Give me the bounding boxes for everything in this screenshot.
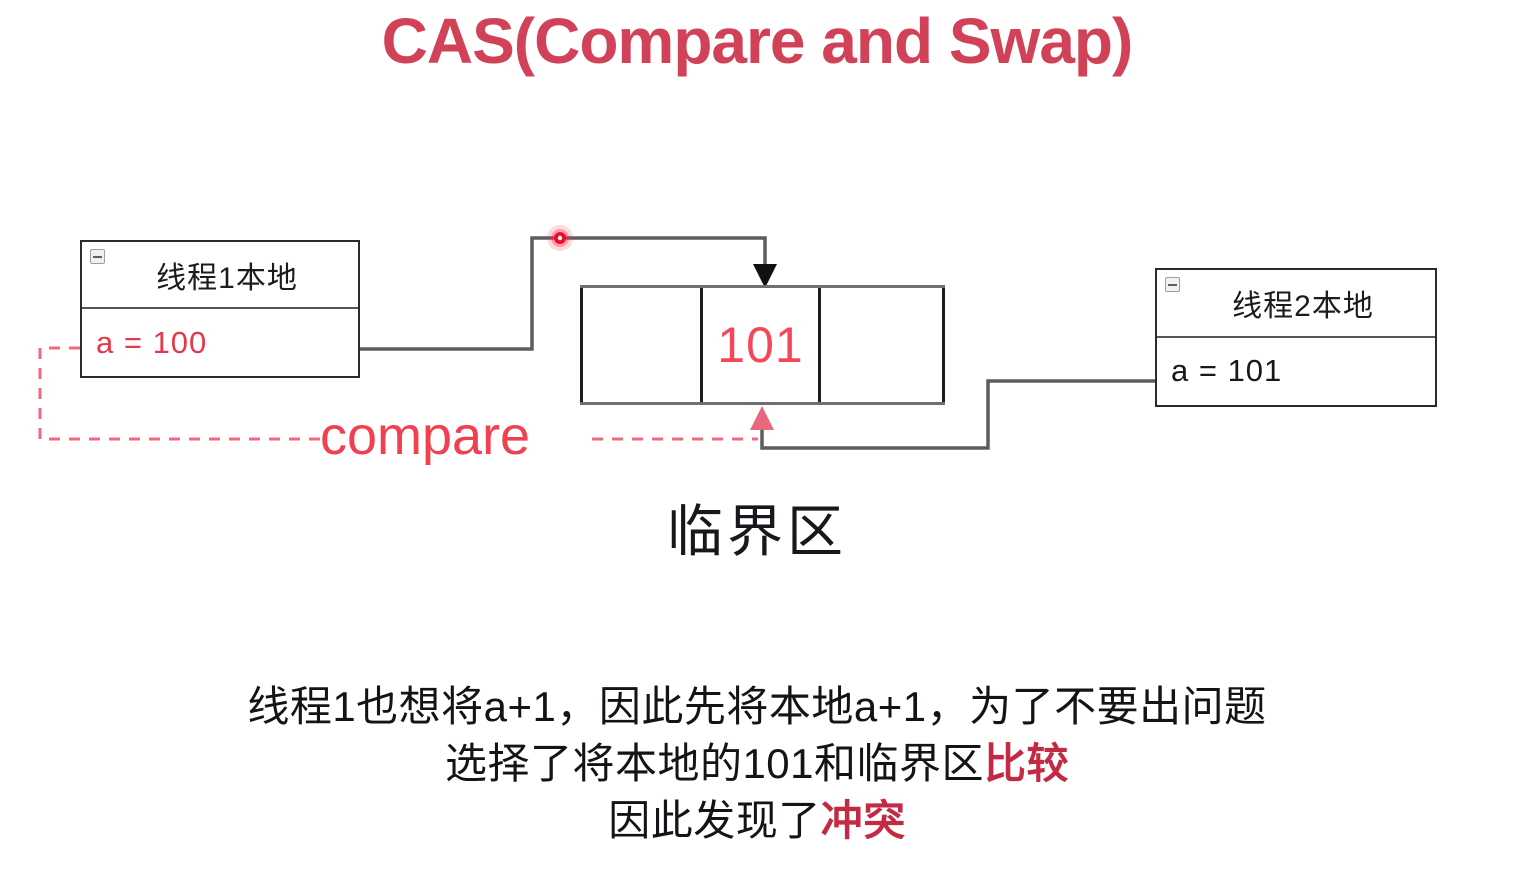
- thread1-local-box[interactable]: 线程1本地 a = 100: [80, 240, 360, 378]
- cas-diagram: 线程1本地 a = 100 线程2本地 a = 101 101 compare …: [38, 225, 1437, 563]
- explanation-line-1-text: 线程1也想将a+1，因此先将本地a+1，为了不要出问题: [247, 683, 1267, 730]
- collapse-minus-icon[interactable]: [1165, 277, 1180, 292]
- thread1-box-header: 线程1本地: [82, 242, 358, 309]
- thread2-box-title: 线程2本地: [1232, 289, 1374, 323]
- thread2-local-box[interactable]: 线程2本地 a = 101: [1155, 268, 1437, 407]
- thread2-box-body: a = 101: [1157, 338, 1435, 406]
- thread2-box-header: 线程2本地: [1157, 270, 1435, 338]
- explanation-text: 线程1也想将a+1，因此先将本地a+1，为了不要出问题 选择了将本地的101和临…: [0, 678, 1514, 849]
- red-dot-marker: [547, 225, 573, 251]
- critical-section-caption: 临界区: [667, 500, 847, 563]
- explanation-line-3-highlight: 冲突: [820, 797, 906, 844]
- collapse-minus-icon[interactable]: [90, 249, 105, 264]
- explanation-line-3-plain: 因此发现了: [608, 797, 821, 844]
- compare-label: compare: [320, 406, 531, 466]
- critical-section-table: 101: [580, 285, 945, 405]
- explanation-line-2-highlight: 比较: [984, 740, 1070, 787]
- critical-cell-left: [580, 288, 700, 402]
- explanation-line-1: 线程1也想将a+1，因此先将本地a+1，为了不要出问题: [0, 678, 1514, 735]
- thread2-attribute: a = 101: [1171, 353, 1283, 389]
- thread1-attribute: a = 100: [96, 324, 208, 360]
- explanation-line-2: 选择了将本地的101和临界区比较: [0, 735, 1514, 792]
- critical-cell-center-value: 101: [717, 317, 804, 373]
- explanation-line-2-plain: 选择了将本地的101和临界区: [444, 740, 985, 787]
- page-title: CAS(Compare and Swap): [381, 5, 1134, 77]
- critical-cell-center: 101: [700, 288, 818, 402]
- critical-cell-right: [818, 288, 945, 402]
- explanation-line-3: 因此发现了冲突: [0, 792, 1514, 849]
- thread1-box-title: 线程1本地: [156, 261, 298, 295]
- thread1-box-body: a = 100: [82, 309, 358, 376]
